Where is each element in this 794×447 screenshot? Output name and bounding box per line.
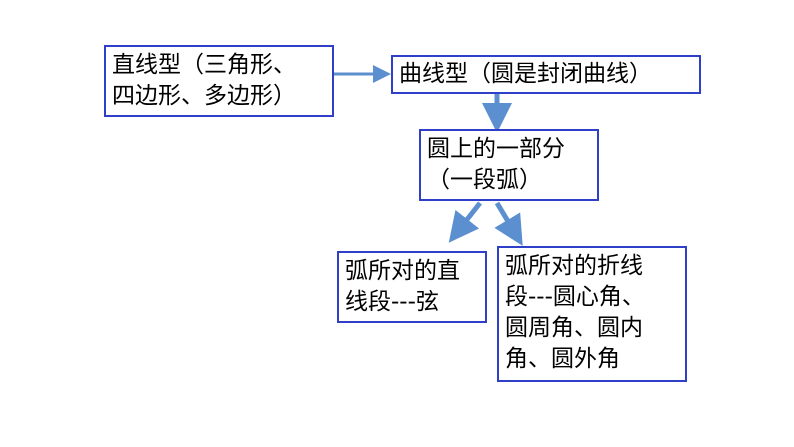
arrow-arc-to-angles — [494, 201, 523, 246]
node-text: 直线型（三角形、 — [112, 52, 296, 78]
node-text: 四边形、多边形） — [112, 83, 296, 109]
node-text: 圆周角、圆内 — [505, 315, 643, 341]
node-text: 弧所对的折线 — [505, 253, 643, 279]
arrow-arc-to-chord — [448, 201, 482, 243]
node-text: 曲线型（圆是封闭曲线） — [399, 61, 652, 87]
node-text: 角、圆外角 — [505, 346, 620, 372]
node-text: （一段弧） — [427, 167, 542, 193]
node-text: 段---圆心角、 — [505, 284, 645, 310]
node-text: 圆上的一部分 — [427, 136, 565, 162]
node-arc: 圆上的一部分 （一段弧） — [419, 129, 599, 201]
node-text: 弧所对的直 — [345, 258, 460, 284]
node-text: 线段---弦 — [345, 289, 439, 315]
node-angles: 弧所对的折线 段---圆心角、 圆周角、圆内 角、圆外角 — [497, 246, 687, 382]
node-curve-type: 曲线型（圆是封闭曲线） — [391, 55, 701, 94]
node-chord: 弧所对的直 线段---弦 — [337, 251, 487, 323]
node-straight-type: 直线型（三角形、 四边形、多边形） — [104, 45, 334, 117]
